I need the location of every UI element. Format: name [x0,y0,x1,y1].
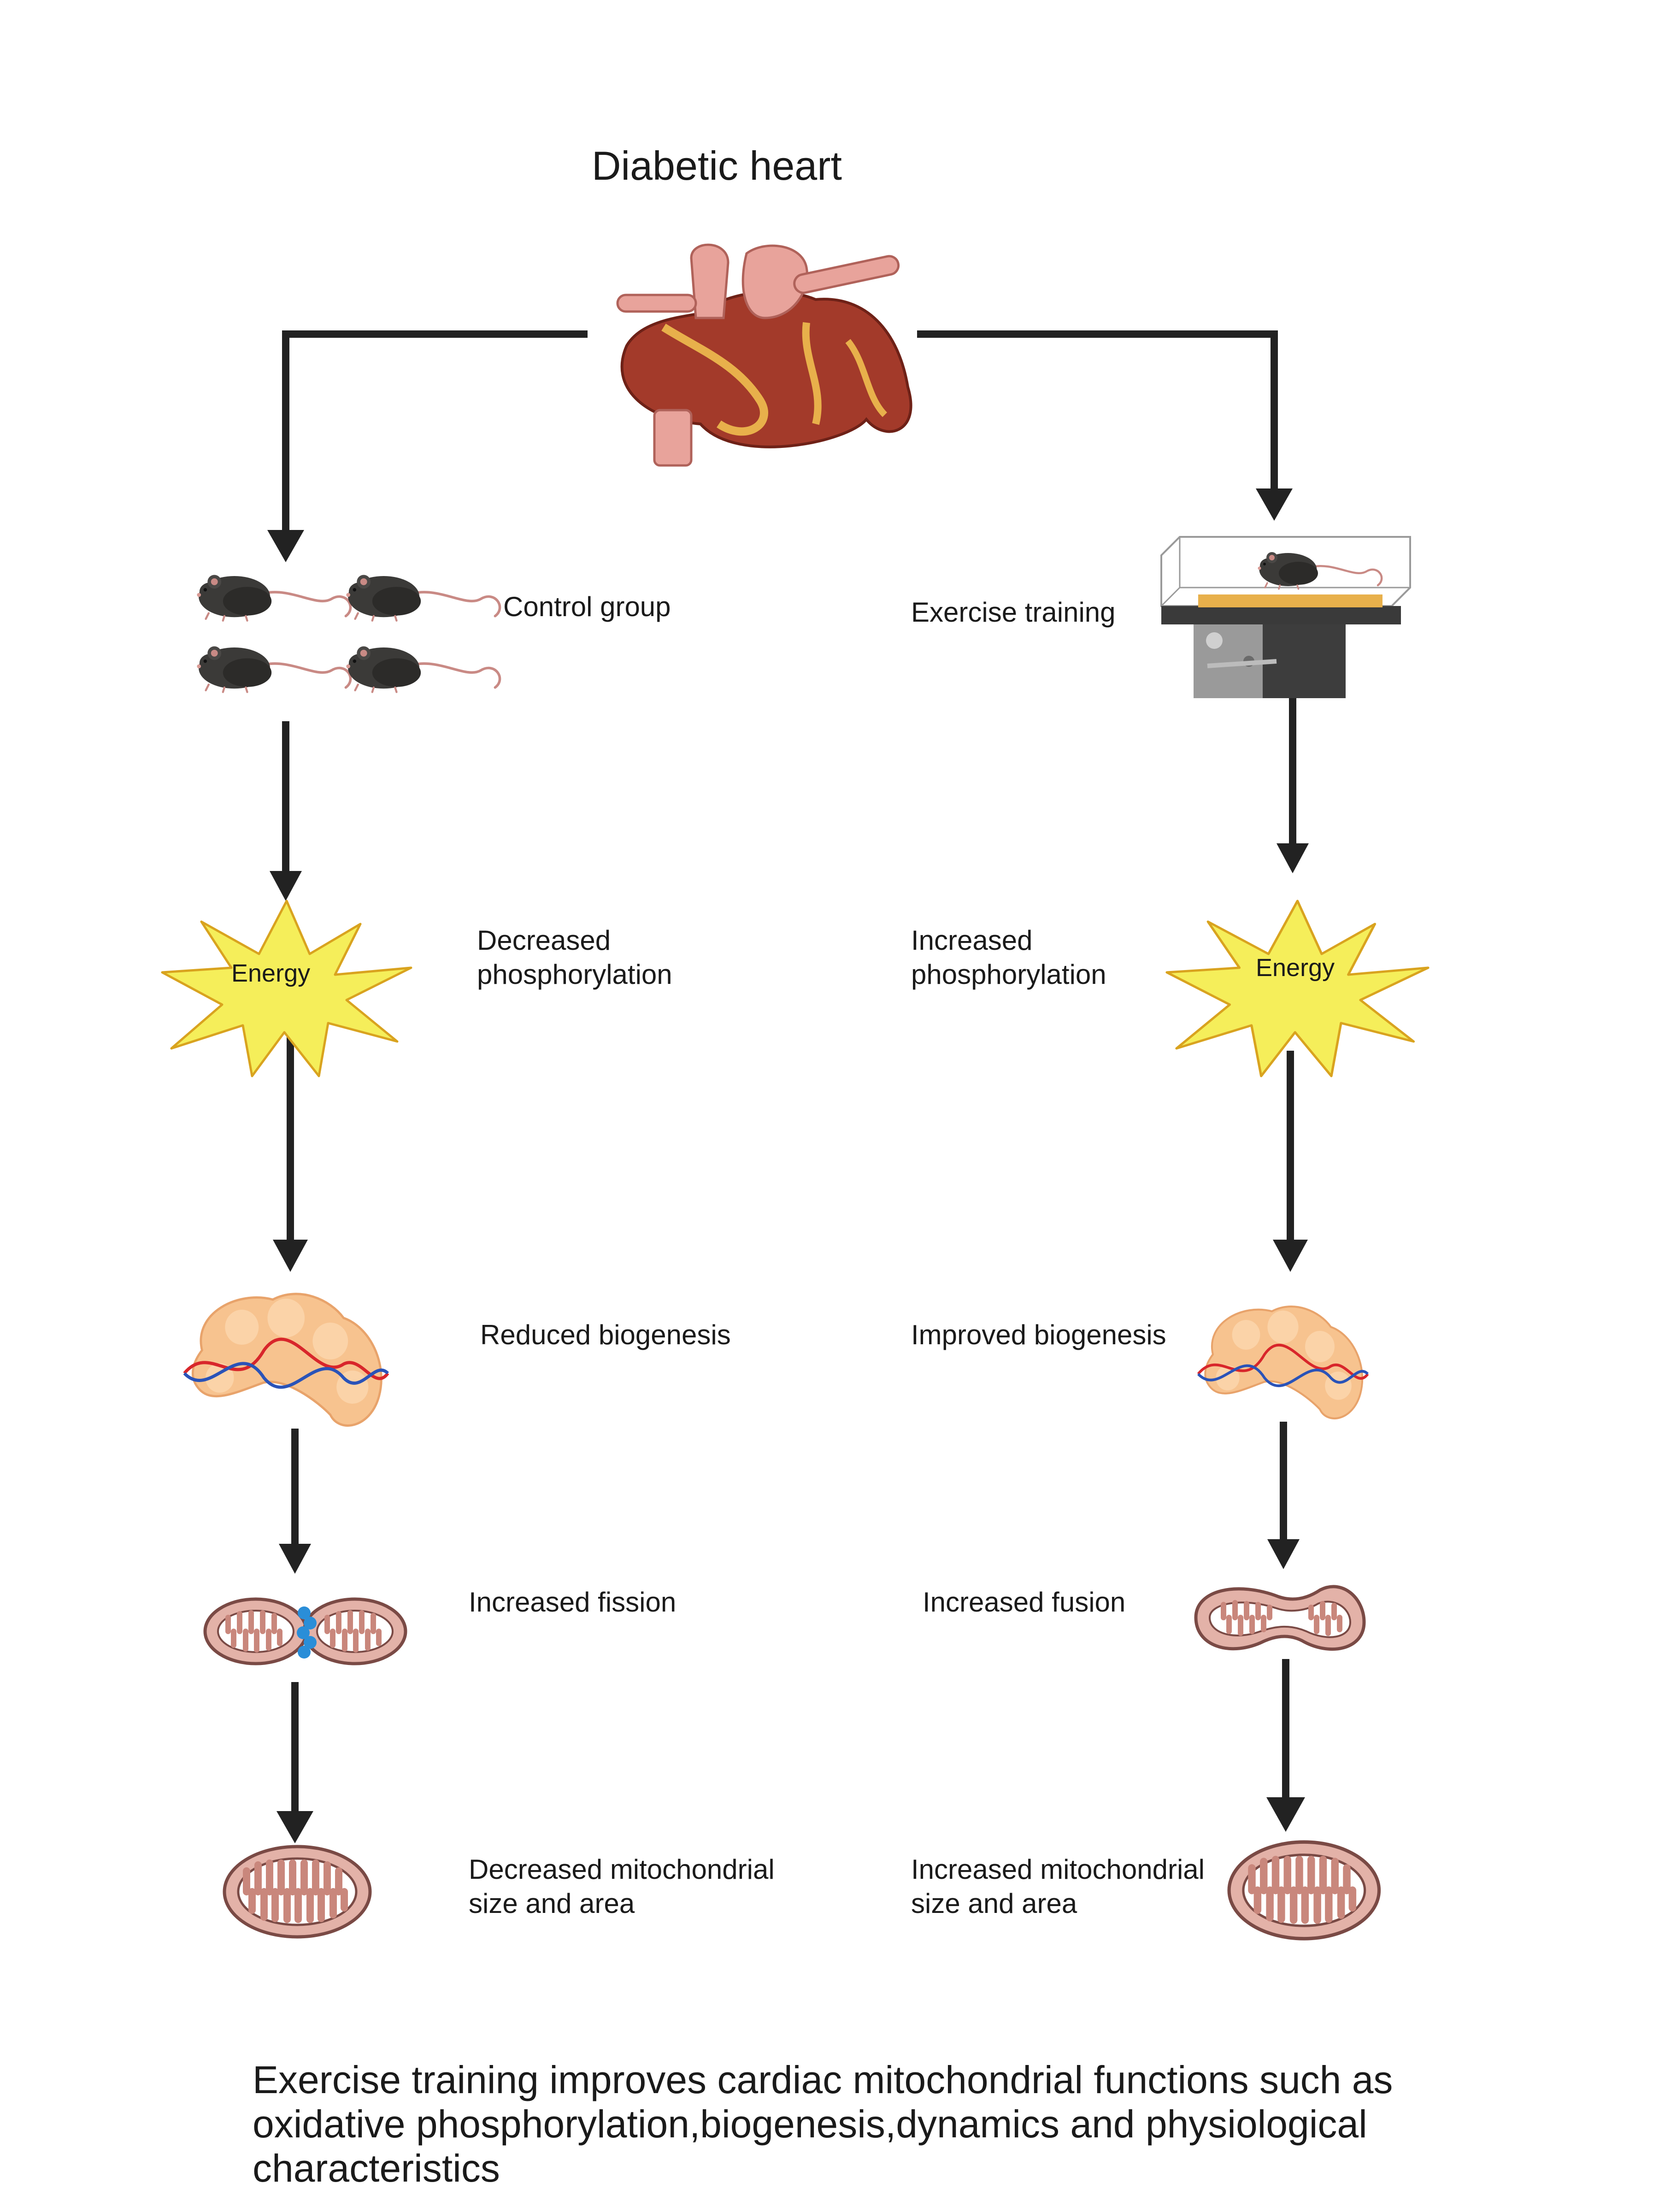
nucleus-dna-icon [1198,1306,1368,1418]
energy-burst-icon: Energy [1167,901,1428,1076]
decreased-phosphorylation-line-1: Decreased [477,925,611,956]
mitochondria-fusion-icon [1194,1585,1366,1651]
increased-fusion-label: Increased fusion [923,1587,1126,1618]
page-title: Diabetic heart [592,143,842,188]
decreased-phosphorylation-label: Decreased phosphorylation [477,924,672,992]
decreased-mito-size-line-1: Decreased mitochondrial [469,1854,775,1885]
arrow-heart-to-control [282,330,588,530]
increased-mito-size-line-2: size and area [911,1888,1077,1919]
increased-mito-size-line-1: Increased mitochondrial [911,1854,1205,1885]
mitochondrion-icon [1229,1842,1379,1939]
mouse-icon [197,575,500,692]
heart-icon [616,243,912,467]
caption-line-2: oxidative phosphorylation,biogenesis,dyn… [253,2102,1367,2146]
increased-phosphorylation-line-1: Increased [911,925,1033,956]
mitochondria-fission-icon [203,1597,407,1665]
reduced-biogenesis-label: Reduced biogenesis [480,1319,731,1350]
nucleus-dna-icon [184,1294,388,1426]
energy-label-right: Energy [1256,954,1335,982]
decreased-mito-size-label: Decreased mitochondrial size and area [469,1853,775,1921]
control-group-label: Control group [503,591,671,622]
caption-line-3: characteristics [253,2147,500,2190]
treadmill-icon [1160,536,1411,698]
exercise-training-label: Exercise training [911,597,1116,628]
mitochondrion-icon [224,1847,370,1937]
increased-phosphorylation-label: Increased phosphorylation [911,924,1106,992]
increased-fission-label: Increased fission [469,1587,677,1618]
decreased-phosphorylation-line-2: phosphorylation [477,959,672,990]
decreased-mito-size-line-2: size and area [469,1888,635,1919]
improved-biogenesis-label: Improved biogenesis [911,1319,1166,1350]
figure-caption: Exercise training improves cardiac mitoc… [253,2058,1497,2190]
arrow-heart-to-exercise [917,330,1278,488]
energy-burst-icon: Energy [162,901,411,1076]
increased-mito-size-label: Increased mitochondrial size and area [911,1853,1205,1921]
increased-phosphorylation-line-2: phosphorylation [911,959,1106,990]
energy-label-left: Energy [231,959,310,987]
caption-line-1: Exercise training improves cardiac mitoc… [253,2058,1393,2101]
